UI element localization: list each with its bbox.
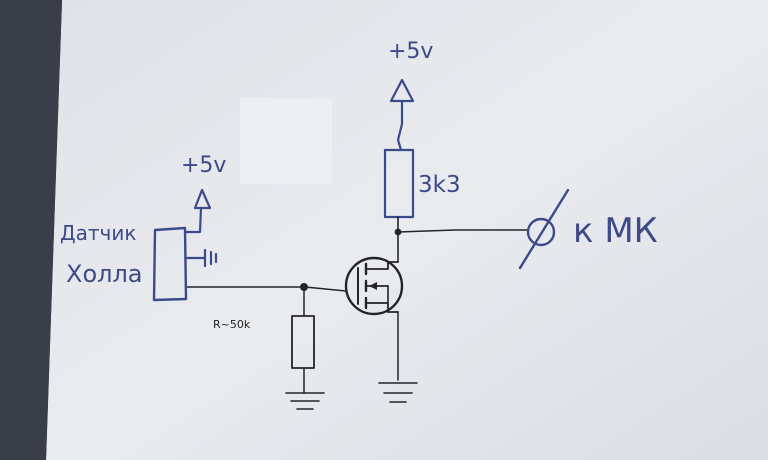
ground-icon-left xyxy=(285,392,325,410)
output-terminal-icon xyxy=(518,188,570,270)
resistor-50k-label: R~50k xyxy=(213,318,251,331)
sensor-label-line1: Датчик xyxy=(60,221,136,245)
page-edge xyxy=(0,0,62,460)
paper-sheet xyxy=(46,0,768,460)
output-label: к МК xyxy=(573,211,658,251)
vcc-sensor-label: +5v xyxy=(181,153,226,178)
blank-patch xyxy=(240,98,332,184)
ground-icon-right xyxy=(378,311,418,403)
hall-sensor xyxy=(152,188,218,302)
vcc-top-label: +5v xyxy=(388,39,433,64)
output-wire xyxy=(394,216,529,263)
vcc-top-symbol xyxy=(389,78,415,152)
resistor-50k xyxy=(291,286,315,394)
sensor-label-line2: Холла xyxy=(66,260,143,288)
resistor-3k3-label: 3k3 xyxy=(418,172,461,198)
resistor-3k3 xyxy=(383,148,415,219)
mosfet-transistor xyxy=(344,256,404,316)
